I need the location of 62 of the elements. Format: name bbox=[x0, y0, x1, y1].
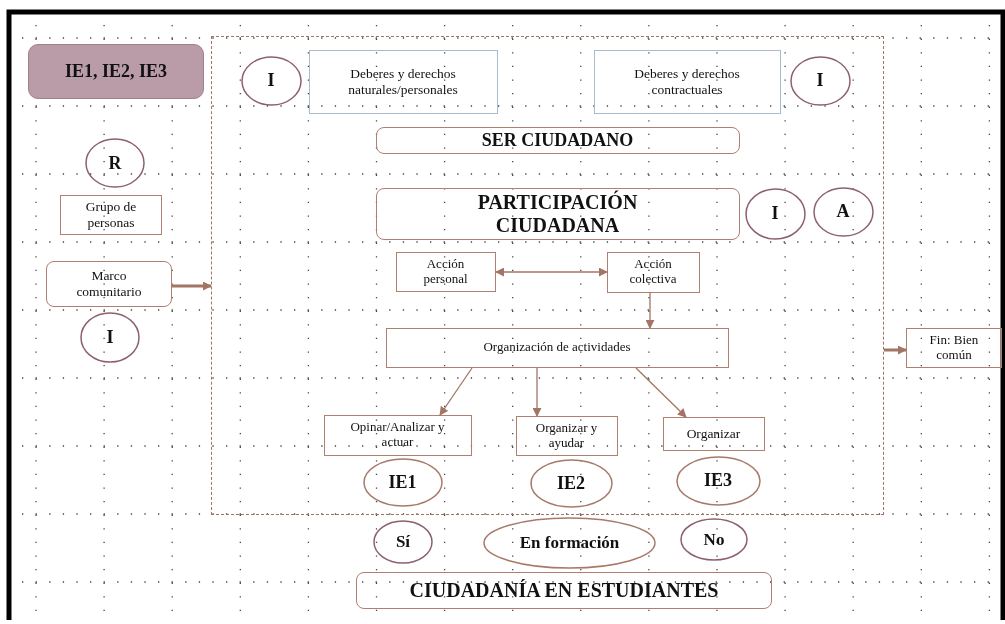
text-box bbox=[593, 49, 781, 114]
ellipse-marker bbox=[483, 517, 656, 569]
arrow bbox=[172, 281, 212, 291]
ellipse-marker bbox=[529, 458, 613, 508]
arrow bbox=[439, 367, 473, 416]
ellipse-marker bbox=[680, 518, 748, 561]
text-box bbox=[385, 327, 729, 368]
text-box bbox=[395, 251, 496, 292]
text-box bbox=[515, 415, 618, 456]
rounded-box bbox=[375, 187, 740, 240]
arrow bbox=[884, 345, 907, 355]
box-label: Grupo de personas bbox=[84, 199, 138, 231]
text-box bbox=[606, 251, 700, 293]
text-box bbox=[662, 416, 765, 451]
rounded-box bbox=[356, 572, 772, 609]
box-label: CIUDADANÍA EN ESTUDIANTES bbox=[408, 579, 720, 602]
ellipse-marker bbox=[812, 186, 874, 237]
arrow bbox=[495, 267, 608, 277]
marker-label: IE3 bbox=[703, 470, 733, 491]
ellipse-marker bbox=[80, 312, 140, 363]
marker-label: Sí bbox=[394, 532, 412, 552]
box-label: IE1, IE2, IE3 bbox=[63, 61, 168, 82]
dashed-frame bbox=[211, 36, 884, 515]
arrow bbox=[635, 367, 687, 418]
ellipse-marker bbox=[789, 55, 851, 106]
marker-label: I bbox=[815, 70, 825, 91]
box-label: PARTICIPACIÓN CIUDADANA bbox=[476, 190, 639, 237]
box-label: Acción personal bbox=[422, 256, 469, 287]
marker-label: I bbox=[770, 203, 780, 224]
ellipse-marker bbox=[362, 457, 443, 507]
rounded-box bbox=[46, 261, 172, 307]
ellipse-marker bbox=[675, 455, 761, 506]
marker-label: En formación bbox=[518, 533, 621, 553]
ellipse-marker bbox=[85, 138, 145, 188]
box-label: Marco comunitario bbox=[75, 268, 143, 300]
marker-label: I bbox=[105, 327, 115, 348]
box-label: SER CIUDADANO bbox=[480, 129, 635, 151]
ellipse-marker bbox=[373, 520, 433, 564]
rounded-box bbox=[375, 126, 740, 154]
title-box bbox=[28, 44, 204, 99]
box-label: Fin: Bien común bbox=[928, 333, 980, 363]
marker-label: A bbox=[835, 201, 851, 222]
arrow bbox=[532, 367, 542, 417]
marker-label: IE1 bbox=[387, 471, 418, 493]
box-label: Organizar y ayudar bbox=[534, 420, 599, 451]
box-label: Organización de actividades bbox=[482, 340, 632, 355]
marker-label: R bbox=[107, 152, 123, 174]
ellipse-marker bbox=[744, 187, 806, 240]
ellipse-marker bbox=[240, 55, 302, 106]
arrow bbox=[645, 292, 655, 329]
text-box bbox=[308, 49, 498, 114]
box-label: Acción colectiva bbox=[628, 257, 678, 287]
box-label: Opinar/Analizar y actuar bbox=[349, 420, 446, 450]
box-label: Deberes y derechos naturales/personales bbox=[347, 66, 459, 97]
text-box bbox=[906, 328, 1002, 368]
marker-label: IE2 bbox=[556, 472, 586, 494]
box-label: Deberes y derechos contractuales bbox=[633, 66, 741, 97]
text-box bbox=[323, 414, 472, 456]
box-label: Organizar bbox=[685, 425, 742, 442]
marker-label: No bbox=[702, 529, 726, 550]
text-box bbox=[60, 195, 162, 235]
marker-label: I bbox=[266, 70, 276, 91]
